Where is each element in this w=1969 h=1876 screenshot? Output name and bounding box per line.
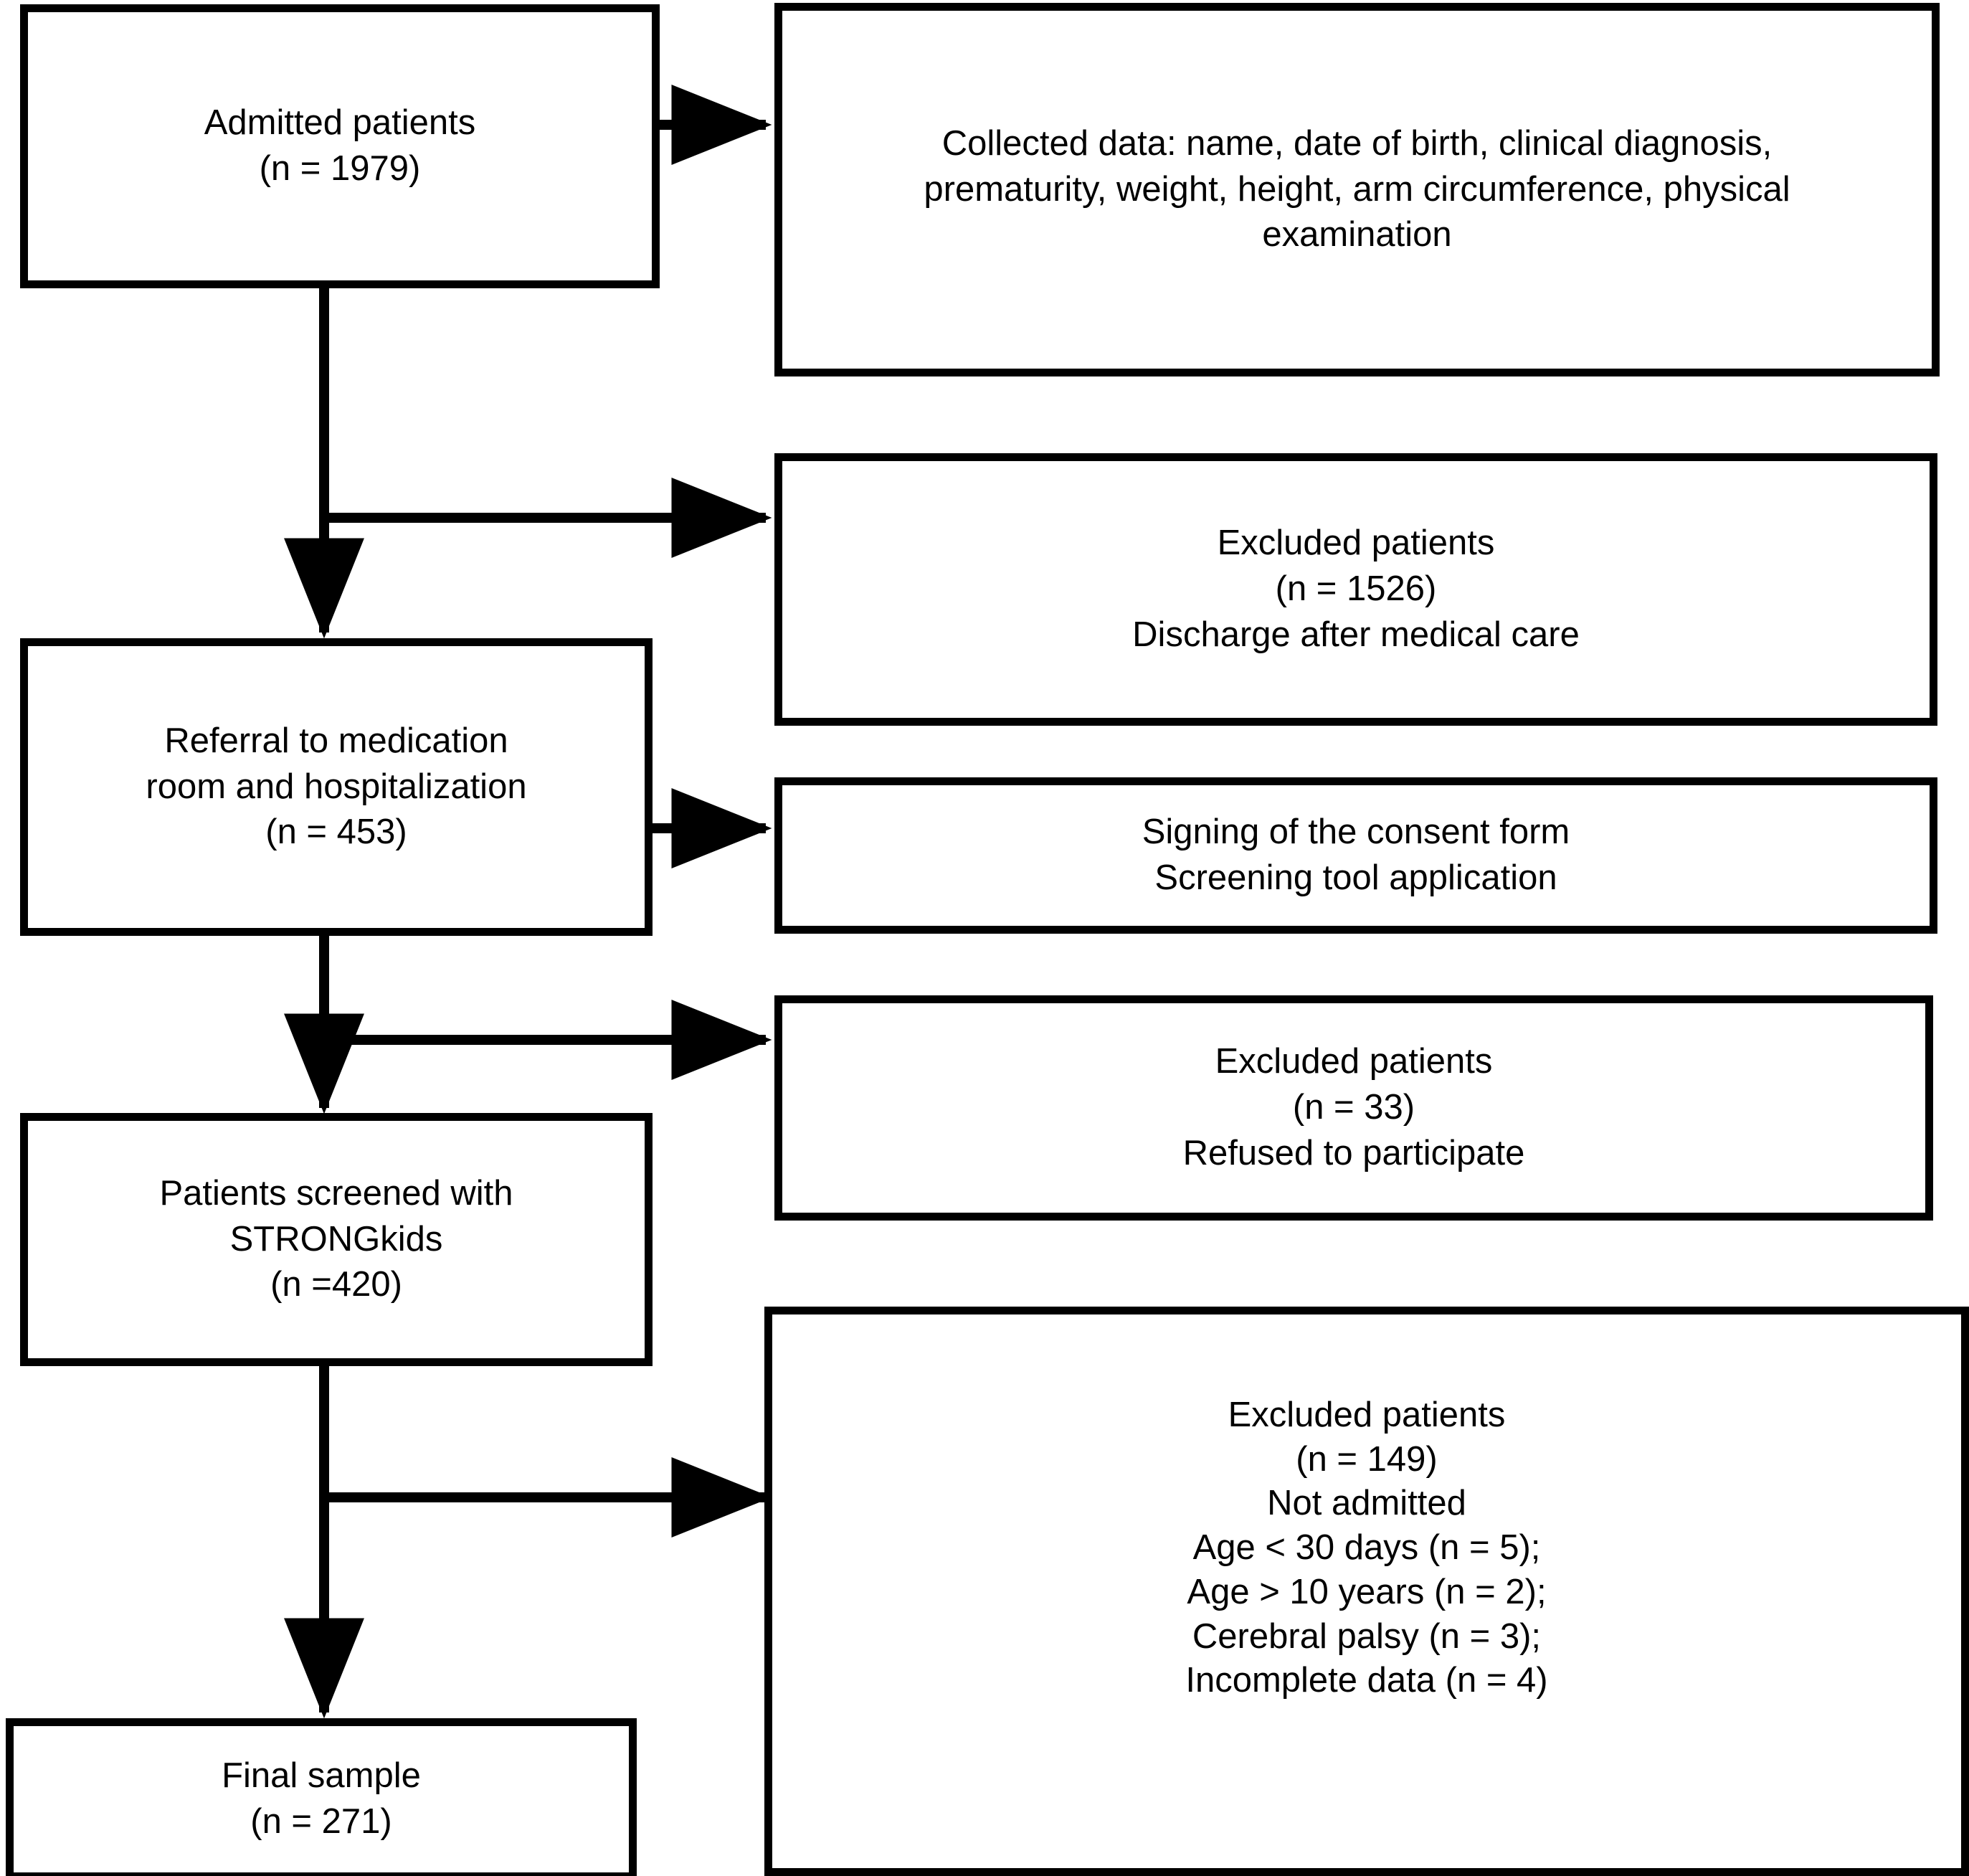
node-screened-strongkids-label: Patients screened with STRONGkids (n =42… [159,1173,513,1304]
node-collected-data-label: Collected data: name, date of birth, cli… [924,123,1790,255]
node-screened-strongkids[interactable]: Patients screened with STRONGkids (n =42… [20,1113,653,1366]
node-excluded-149[interactable]: Excluded patients (n = 149) Not admitted… [764,1307,1969,1876]
node-final-sample[interactable]: Final sample (n = 271) [6,1718,637,1876]
node-excluded-1526[interactable]: Excluded patients (n = 1526) Discharge a… [774,453,1937,726]
node-excluded-33-label: Excluded patients (n = 33) Refused to pa… [1182,1042,1525,1172]
node-referral[interactable]: Referral to medication room and hospital… [20,638,653,936]
node-excluded-33[interactable]: Excluded patients (n = 33) Refused to pa… [774,995,1933,1221]
node-excluded-149-label: Excluded patients (n = 149) Not admitted… [1185,1396,1548,1700]
node-admitted-patients-label: Admitted patients (n = 1979) [204,103,476,188]
node-referral-label: Referral to medication room and hospital… [146,721,527,852]
node-final-sample-label: Final sample (n = 271) [222,1756,421,1841]
node-collected-data[interactable]: Collected data: name, date of birth, cli… [774,3,1940,376]
node-consent-form-label: Signing of the consent form Screening to… [1142,813,1570,897]
node-excluded-1526-label: Excluded patients (n = 1526) Discharge a… [1132,524,1580,654]
node-consent-form[interactable]: Signing of the consent form Screening to… [774,777,1937,934]
node-admitted-patients[interactable]: Admitted patients (n = 1979) [20,4,660,288]
